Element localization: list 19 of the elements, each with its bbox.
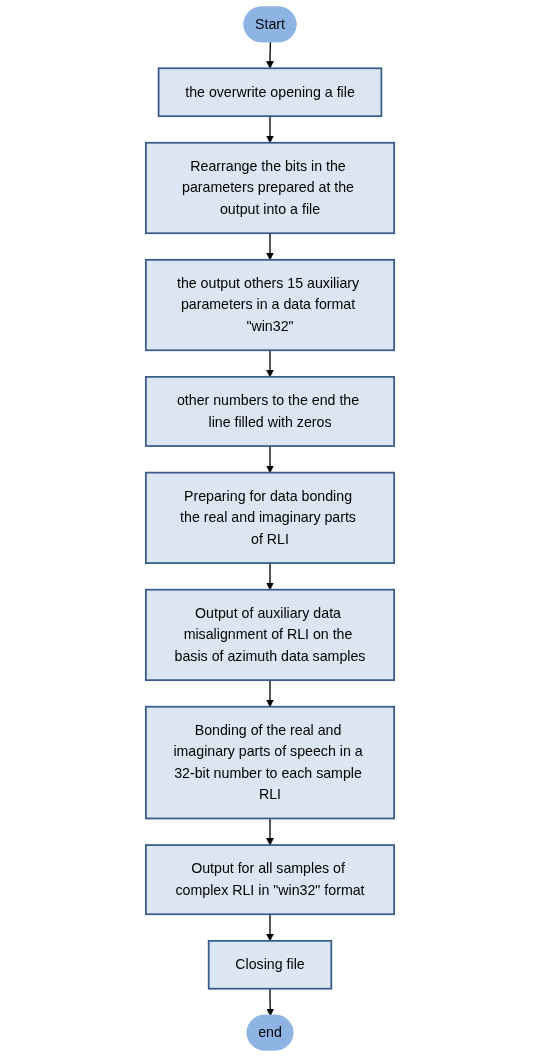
- node-box: Bonding of the real and imaginary parts of speech in a 32-bit number to each sample RLI: [144, 705, 395, 820]
- arrow: [265, 562, 274, 591]
- node-box: Preparing for data bonding the real and imaginary parts of RLI: [144, 471, 395, 564]
- node-box: Output of auxiliary data misalignment of RLI on the basis of azimuth data samples: [144, 588, 395, 681]
- arrow: [265, 679, 274, 708]
- arrow: [265, 817, 274, 846]
- node-box: Rearrange the bits in the parameters prepared at the output into a file: [144, 141, 395, 235]
- node-box: the overwrite opening a file: [157, 67, 382, 118]
- arrow: [265, 115, 274, 144]
- node-box: other numbers to the end the line filled with zeros: [144, 376, 395, 447]
- arrow: [265, 988, 274, 1017]
- arrow: [265, 349, 274, 378]
- arrow: [265, 913, 274, 942]
- node-box: Closing file: [207, 939, 332, 990]
- arrow: [265, 232, 274, 261]
- arrow: [265, 445, 274, 473]
- node-box: Output for all samples of complex RLI in "win32" format: [144, 844, 395, 916]
- arrow: [265, 41, 274, 69]
- node-box: the output others 15 auxiliary parameters in a data format "win32": [144, 258, 395, 352]
